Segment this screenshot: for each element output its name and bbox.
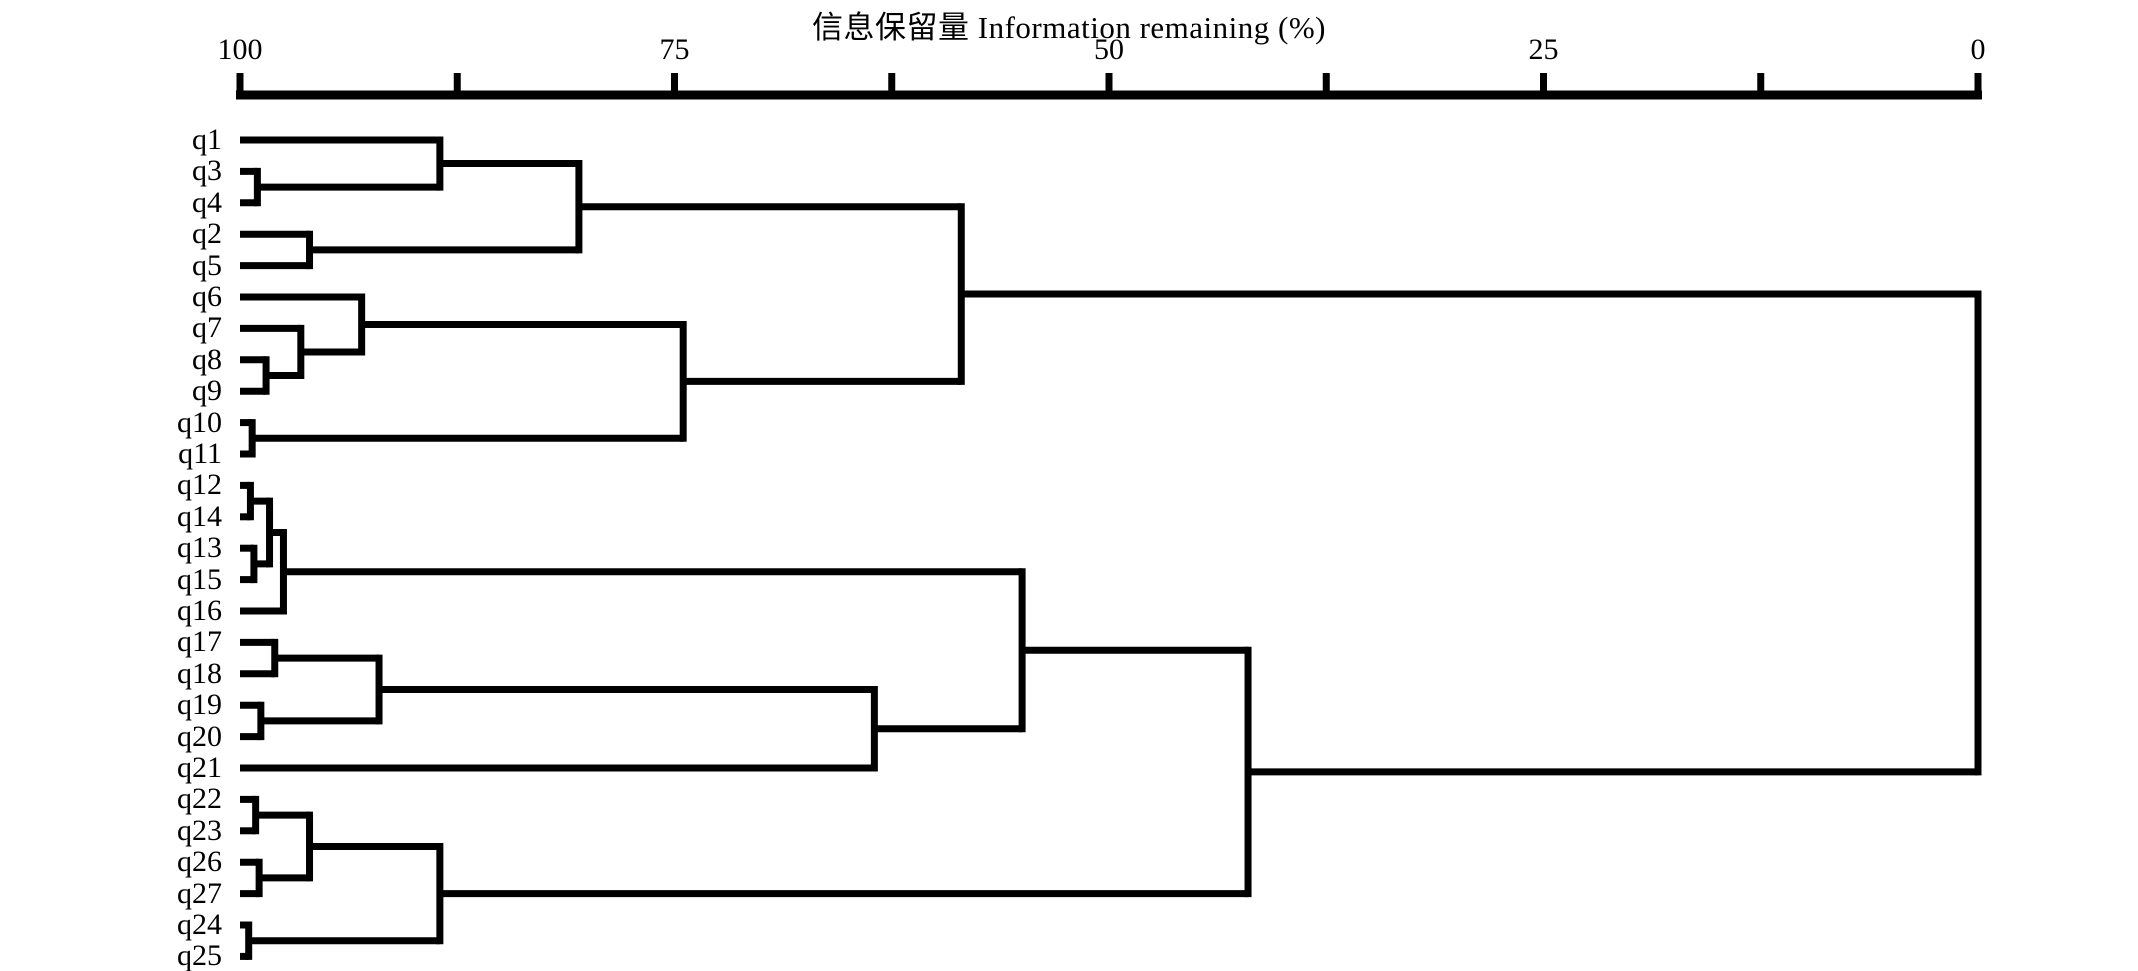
chart-title: 信息保留量 Information remaining (%) [812, 10, 1326, 45]
